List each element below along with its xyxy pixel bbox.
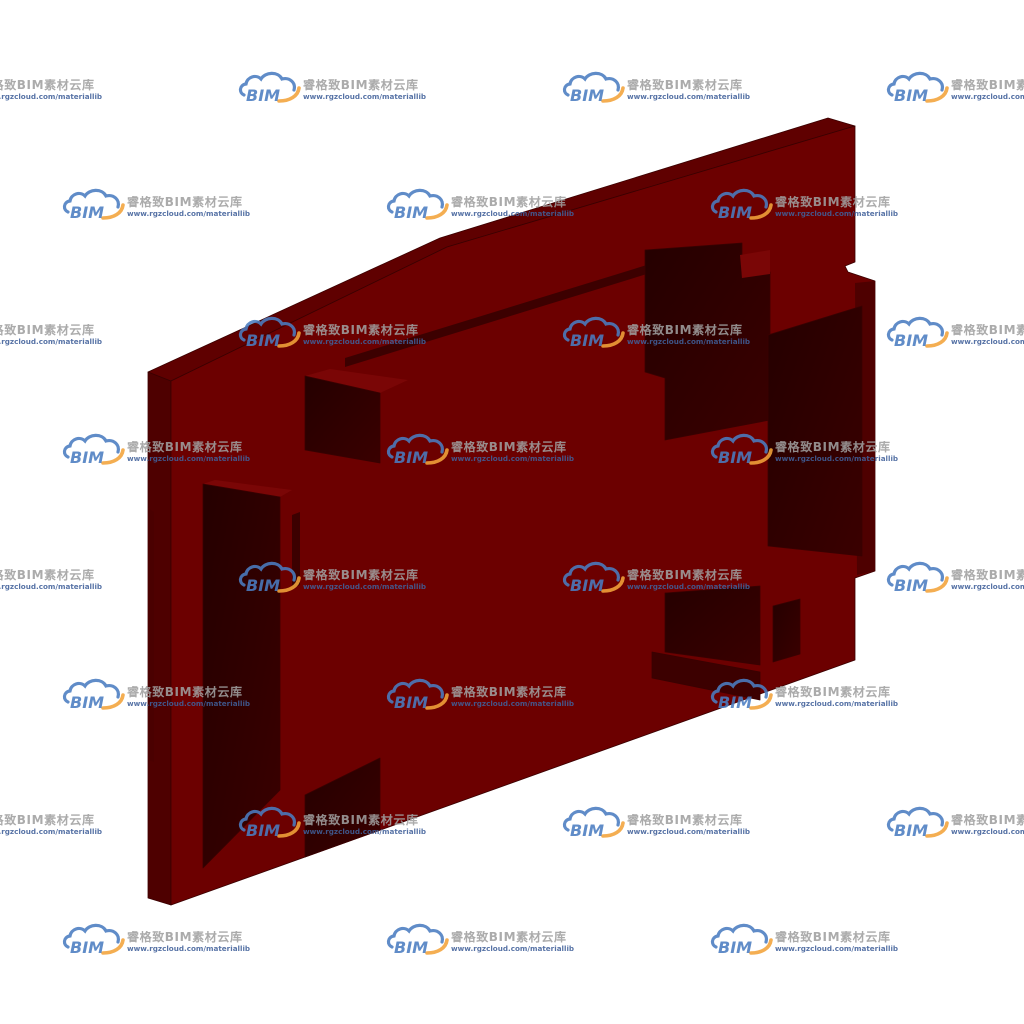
recess-upper-left bbox=[304, 375, 381, 464]
groove-top-long bbox=[345, 264, 650, 367]
recess-small-right bbox=[772, 598, 801, 663]
recess-right bbox=[767, 305, 863, 557]
recess-upper-left-lip bbox=[305, 369, 408, 393]
recess-lower-left bbox=[304, 757, 381, 858]
recess-lower-right bbox=[664, 585, 761, 666]
recess-left-tall-lip bbox=[203, 480, 292, 497]
recess-upper-right-notch bbox=[740, 250, 770, 278]
panel-left-notch bbox=[148, 508, 154, 762]
recess-left-sliver bbox=[292, 512, 300, 588]
